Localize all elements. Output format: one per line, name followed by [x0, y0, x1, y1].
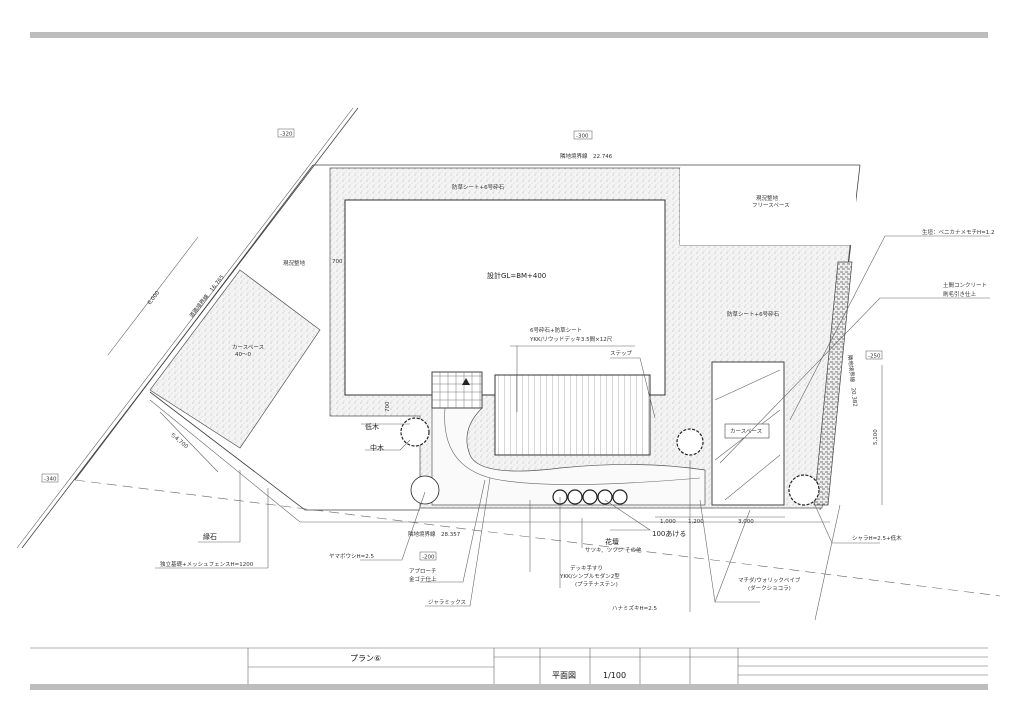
hedge-label: 生垣：ベニカナメモチH=1.2 [922, 228, 995, 236]
hanamizuki-label: ハナミズキH=2.5 [612, 604, 657, 612]
curb-label: 縁石 [203, 532, 217, 541]
top-border-bar [30, 32, 988, 38]
bottom-border-bar [30, 684, 988, 690]
step-label: ステップ [610, 350, 633, 357]
wood-deck [494, 374, 651, 456]
approach-path [431, 407, 706, 506]
dashed-reference-line [74, 479, 1001, 597]
dim-bottom-1: 1,000 [660, 519, 676, 525]
plan-name: プラン⑥ [350, 654, 381, 663]
dim-carport-diag: ち4,700 [169, 431, 190, 450]
dim-east-height: 5,100 [873, 429, 879, 445]
existing-ne-label: 現況整地 [756, 194, 779, 202]
fence-line [149, 391, 420, 511]
existing-ground-ne [680, 168, 856, 245]
handrail-label-3: (プラチナステン) [575, 581, 618, 588]
gravel-north-label: 防草シート+6号砕石 [452, 183, 505, 191]
flowerbed-label-2: サツキ、ツツジ その他 [585, 546, 642, 554]
level-tag: -300 [576, 134, 589, 140]
carport-west-label: カースペース [232, 344, 264, 351]
east-boundary-label: 隣地境界線 20.382 [846, 354, 859, 407]
level-tag: -200 [422, 555, 435, 561]
existing-ne-sub-label: フリースペース [752, 202, 790, 209]
carport-east-label: カースペース [730, 428, 762, 435]
dim-deck-gap: 700 [385, 401, 391, 412]
hanamizuki-tree-icon [676, 428, 704, 456]
yamaboushi-tree-icon [410, 475, 440, 505]
shara-label: シャラH=2.5+低木 [852, 534, 902, 542]
house-gl-label: 設計GL=BM+400 [487, 271, 546, 280]
existing-west-label: 現況整地 [283, 259, 306, 267]
level-tag: -250 [868, 354, 881, 360]
carport-west [149, 269, 321, 449]
handrail-label-1: デッキ手すり [570, 564, 603, 572]
jaramix-label: ジャラミックス [428, 599, 466, 606]
title-block [30, 647, 988, 684]
flower-shrub-icon [567, 489, 583, 505]
drawing-type: 平面図 [552, 671, 576, 680]
south-boundary-label: 隣地境界線 28.357 [408, 530, 461, 538]
flower-shrub-icon [612, 489, 628, 505]
north-boundary-label: 隣地境界線 22.746 [560, 152, 613, 160]
concrete-label-1: 土間コンクリート [943, 281, 987, 289]
shara-tree-icon [788, 474, 820, 506]
flower-shrub-icon [597, 489, 613, 505]
gravel-east-label: 防草シート+6号砕石 [727, 310, 780, 318]
level-tag: -320 [280, 132, 293, 138]
concrete-label-2: 刷毛引き仕上 [943, 290, 977, 298]
drawing-scale: 1/100 [603, 671, 626, 680]
approach-label-1: アプローチ [409, 568, 437, 575]
gap-label: 100あける [652, 530, 686, 538]
handrail-label-2: YKK/シンプルモダン2型 [559, 572, 620, 580]
level-tag: -340 [44, 477, 57, 483]
entry-tiles [431, 371, 483, 409]
entrance-marker-icon [462, 378, 470, 385]
flower-shrub-icon [582, 489, 598, 505]
low-tree-icon [400, 417, 430, 447]
flowerbed-label-1: 花壇 [605, 537, 619, 546]
curb-line [149, 399, 830, 523]
paving-label-1: マチダ/ウォリックペイブ [738, 576, 801, 584]
paving-label-2: (ダークショコラ) [748, 584, 791, 592]
approach-label-2: 金ゴテ仕上 [409, 575, 437, 583]
dim-setback: 700 [332, 259, 343, 265]
low-tree-label: 低木 [365, 422, 379, 431]
mid-tree-label: 中木 [370, 443, 384, 452]
yamaboushi-label: ヤマボウシH=2.5 [329, 552, 374, 560]
carport-west-sub-label: 40〜0 [235, 352, 251, 358]
fence-label: 独立基礎+メッシュフェンスH=1200 [160, 560, 254, 568]
west-property-line [74, 164, 314, 481]
jaramix-border [444, 407, 701, 485]
hedge-strip [813, 261, 853, 506]
house-footprint [344, 199, 666, 396]
dim-west-depth: 6,000 [147, 290, 162, 306]
dim-bottom-2: 1,200 [688, 519, 704, 525]
deck-base-label: 6号砕石+防草シート [530, 326, 582, 334]
deck-product-label: YKK/リウッドデッキ3.5間×12尺 [529, 335, 613, 343]
dim-bottom-3: 3,000 [738, 519, 754, 525]
